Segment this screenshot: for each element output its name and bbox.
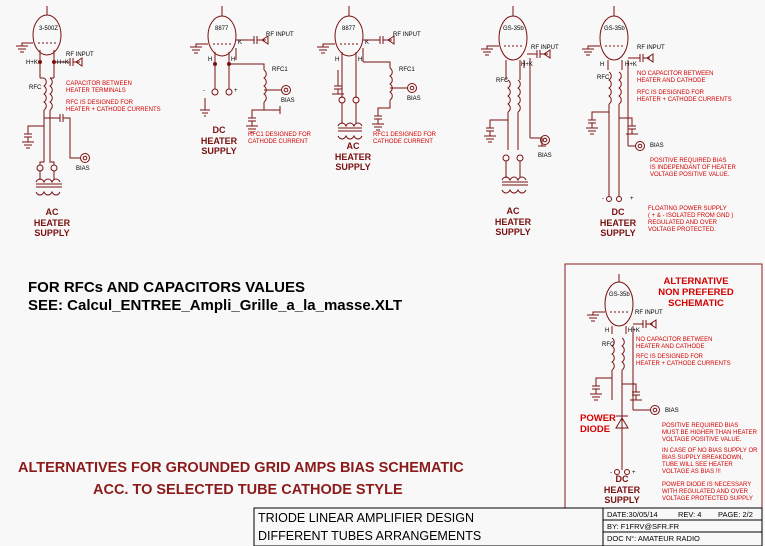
plus-label: + — [630, 196, 634, 202]
dc-heater-supply-label: DC HEATER SUPPLY — [599, 207, 637, 238]
ac-heater-supply-label: AC HEATER SUPPLY — [334, 141, 372, 172]
bias-label: BIAS — [281, 98, 295, 104]
title-block-title1: TRIODE LINEAR AMPLIFIER DESIGN — [258, 511, 475, 525]
note-positive-bias: POSITIVE REQUIRED BIAS IS INDEPENDANT OF… — [650, 158, 736, 178]
pin-label: H+K — [625, 62, 637, 68]
rfc-label: RFC — [496, 78, 509, 84]
title-block-doc: DOC N°: AMATEUR RADIO — [607, 534, 700, 543]
power-diode-label: POWER DIODE — [580, 413, 616, 435]
pin-label: K — [365, 40, 370, 46]
note-rfc-designed: RFC IS DESIGNED FOR HEATER + CATHODE CUR… — [636, 354, 731, 367]
title-block — [253, 507, 763, 546]
circuit-gs35b-alternative — [587, 274, 660, 475]
ac-heater-supply-label: AC HEATER SUPPLY — [33, 207, 71, 238]
note-floating-supply: FLOATING POWER SUPPLY ( + & - ISOLATED F… — [648, 206, 734, 233]
title-block-date: DATE:30/05/14 — [607, 510, 658, 519]
tube-label: 8877 — [342, 26, 356, 32]
bias-label: BIAS — [665, 408, 679, 414]
circuit-gs35b-ac — [481, 6, 551, 194]
note-positive-bias-higher: POSITIVE REQUIRED BIAS MUST BE HIGHER TH… — [662, 423, 758, 443]
pin-label: H — [208, 57, 213, 63]
circuit-gs35b-dc — [582, 6, 654, 202]
dc-heater-supply-label: DC HEATER SUPPLY — [200, 125, 238, 156]
dc-heater-supply-label: DC HEATER SUPPLY — [603, 474, 641, 505]
rfc-label: RFC1 — [399, 67, 415, 73]
rfc-label: RFC1 — [272, 67, 288, 73]
rf-input-label: RF INPUT — [66, 52, 94, 58]
tube-label: GS-35b — [604, 26, 625, 32]
circuit-8877-b — [317, 6, 417, 140]
note-rfc1-designed: RFC1 DESIGNED FOR CATHODE CURRENT — [248, 132, 312, 145]
bias-label: BIAS — [650, 143, 664, 149]
pin-label: H — [600, 62, 605, 68]
main-title-line1: ALTERNATIVES FOR GROUNDED GRID AMPS BIAS… — [18, 460, 464, 476]
note-no-capacitor: NO CAPACITOR BETWEEN HEATER AND CATHODE — [636, 337, 713, 350]
pin-label: H+K — [57, 60, 69, 66]
title-block-by: BY: F1FRV@SFR.FR — [607, 522, 680, 531]
rfc-label: RFC — [602, 342, 615, 348]
rf-input-label: RF INPUT — [266, 32, 294, 38]
plus-label: + — [632, 470, 636, 476]
pin-label: H — [231, 57, 236, 63]
note-capacitor-between: CAPACITOR BETWEEN HEATER TERMINALS — [66, 81, 132, 94]
tube-label: GS-35b — [503, 26, 524, 32]
note-rfc1-designed: RFC1 DESIGNED FOR CATHODE CURRENT — [373, 132, 437, 145]
tube-label: 8877 — [215, 26, 229, 32]
see-values-line1: FOR RFCs AND CAPACITORS VALUES — [28, 279, 305, 296]
rfc-label: RFC — [597, 75, 610, 81]
minus-label: - — [203, 88, 205, 94]
circuit-8877-a — [190, 6, 291, 133]
note-power-diode: POWER DIODE IS NECESSARY WITH REGULATED … — [662, 482, 754, 502]
note-rfc-designed: RFC IS DESIGNED FOR HEATER + CATHODE CUR… — [637, 90, 732, 103]
tube-label: 3-500Z — [39, 26, 59, 32]
tube-label: GS-35b — [609, 292, 630, 298]
circuit-3-500z — [16, 6, 90, 196]
pin-label: H+K — [521, 62, 533, 68]
bias-label: BIAS — [76, 166, 90, 172]
plus-label: + — [234, 88, 238, 94]
ac-heater-supply-label: AC HEATER SUPPLY — [494, 206, 532, 237]
title-block-title2: DIFFERENT TUBES ARRANGEMENTS — [258, 529, 482, 543]
rf-input-label: RF INPUT — [635, 310, 663, 316]
bias-label: BIAS — [407, 96, 421, 102]
pin-label: H — [358, 57, 363, 63]
note-rfc-designed: RFC IS DESIGNED FOR HEATER + CATHODE CUR… — [66, 100, 161, 113]
title-block-rev: REV: 4 — [678, 510, 702, 519]
rf-input-label: RF INPUT — [531, 45, 559, 51]
note-no-bias-case: IN CASE OF NO BIAS SUPPLY OR BIAS SUPPLY… — [662, 448, 758, 475]
rf-input-label: RF INPUT — [393, 32, 421, 38]
note-no-capacitor: NO CAPACITOR BETWEEN HEATER AND CATHODE — [637, 71, 714, 84]
pin-label: K — [238, 40, 243, 46]
bias-label: BIAS — [538, 153, 552, 159]
rfc-label: RFC — [29, 85, 42, 91]
see-values-line2: SEE: Calcul_ENTREE_Ampli_Grille_a_la_mas… — [28, 297, 403, 314]
rf-input-label: RF INPUT — [637, 45, 665, 51]
main-title-line2: ACC. TO SELECTED TUBE CATHODE STYLE — [93, 482, 403, 498]
pin-label: H — [605, 328, 610, 334]
title-block-page: PAGE: 2/2 — [718, 510, 753, 519]
minus-label: - — [602, 196, 604, 202]
pin-label: H+K — [26, 60, 38, 66]
minus-label: - — [610, 470, 612, 476]
alternative-label: ALTERNATIVE NON PREFERED SCHEMATIC — [658, 276, 734, 309]
pin-label: H+K — [628, 328, 640, 334]
pin-label: H — [335, 57, 340, 63]
